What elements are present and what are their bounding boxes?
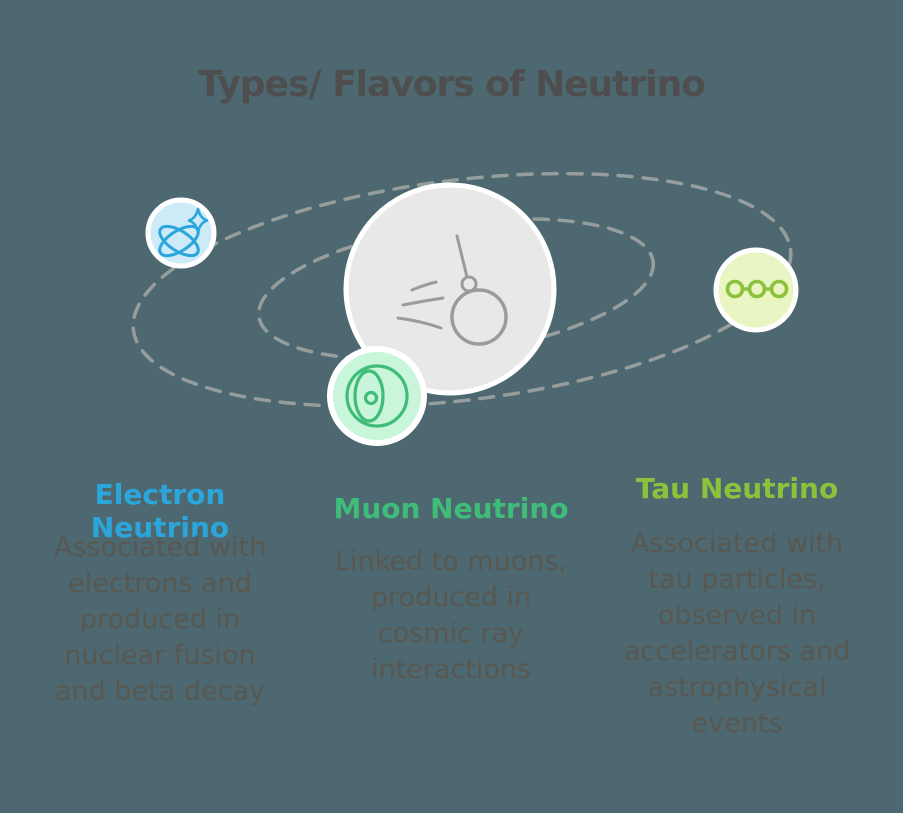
electron-neutrino-description: Associated with electrons and produced i… xyxy=(53,532,267,707)
page-title: Types/ Flavors of Neutrino xyxy=(198,64,706,105)
muon-neutrino-section: Muon Neutrino Linked to muons, produced … xyxy=(321,492,581,688)
muon-node xyxy=(327,346,427,446)
orbit-illustration xyxy=(131,171,799,446)
electron-node xyxy=(145,197,217,269)
atom-sparkle-icon xyxy=(158,207,209,258)
center-circle xyxy=(343,182,557,396)
pendulum-icon xyxy=(396,234,508,346)
tau-neutrino-section: Tau Neutrino Associated with tau particl… xyxy=(604,472,870,742)
linked-nodes-icon xyxy=(725,279,789,299)
electron-neutrino-heading: Electron Neutrino xyxy=(90,478,230,544)
tau-neutrino-heading: Tau Neutrino xyxy=(635,472,839,505)
tau-neutrino-description: Associated with tau particles, observed … xyxy=(623,528,851,739)
tau-node xyxy=(713,247,799,333)
electron-neutrino-section: Electron Neutrino Associated with electr… xyxy=(35,478,285,710)
nucleus-node xyxy=(343,182,557,396)
sphere-nucleus-icon xyxy=(345,364,409,428)
muon-neutrino-heading: Muon Neutrino xyxy=(333,492,569,525)
electron-node-circle xyxy=(145,197,217,269)
tau-node-circle xyxy=(713,247,799,333)
outer-orbit-ring xyxy=(131,171,793,409)
muon-neutrino-description: Linked to muons, produced in cosmic ray … xyxy=(334,546,568,685)
